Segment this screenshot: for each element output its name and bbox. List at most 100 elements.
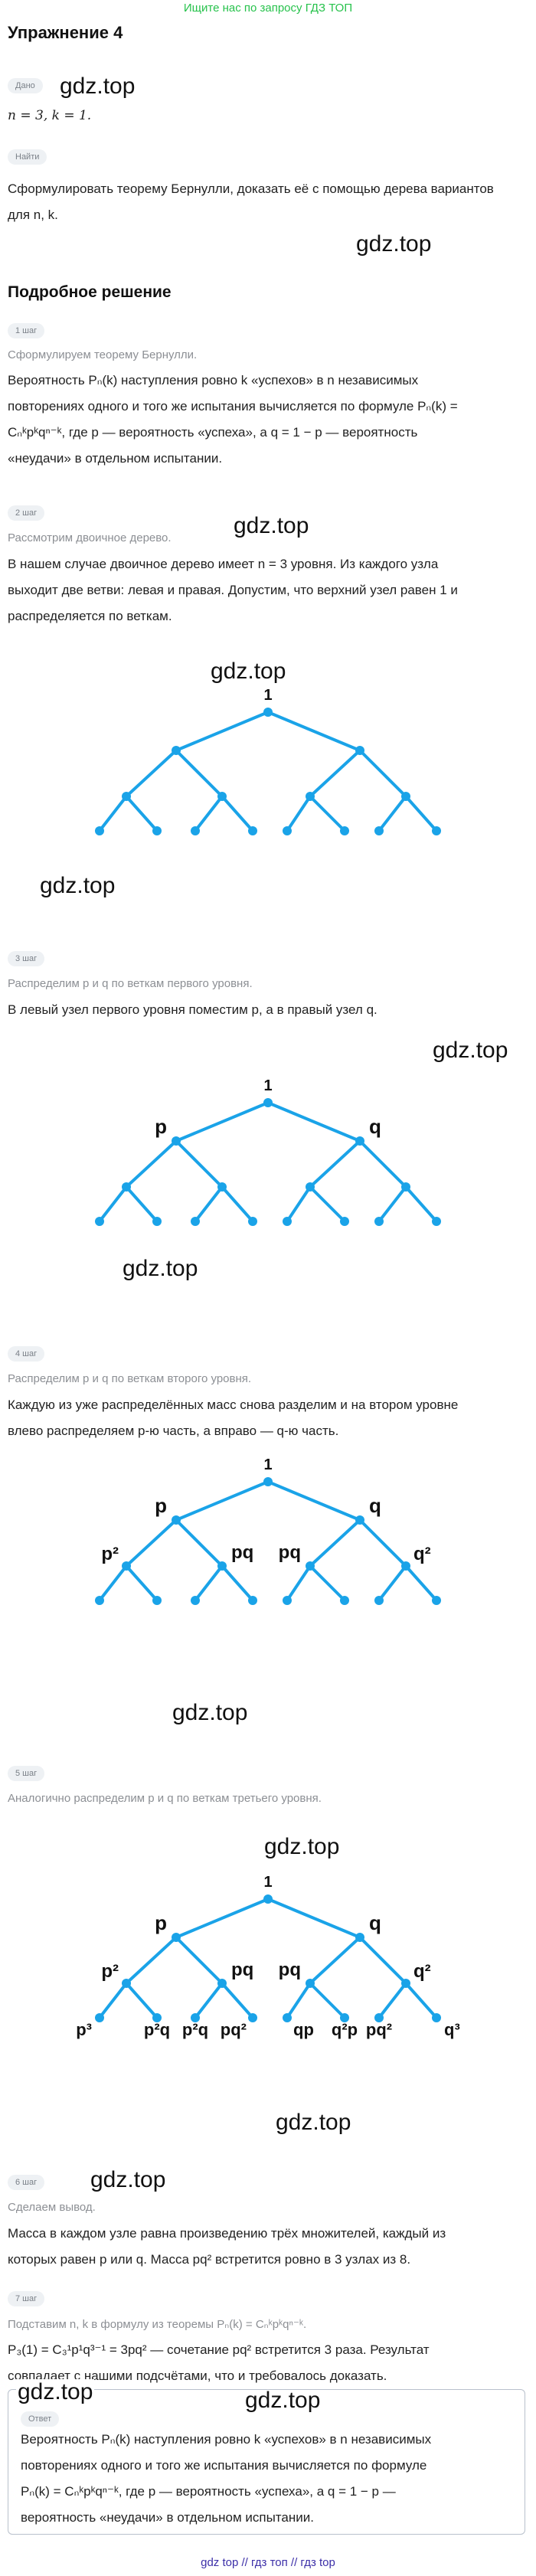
watermark: gdz.top (16, 2379, 95, 2405)
step-text-line: «неудачи» в отдельном испытании. (8, 451, 223, 466)
tree-node (95, 1217, 104, 1226)
tree-node (401, 1182, 410, 1192)
tree-node-label: p³ (76, 2020, 92, 2039)
tree-branch (125, 1185, 159, 1223)
step-caption: Распределим p и q по веткам первого уров… (8, 977, 253, 990)
watermark: gdz.top (60, 74, 136, 99)
binary-tree-1: 1 (95, 687, 441, 835)
tree-branch (309, 1518, 361, 1568)
tree-node (263, 1477, 273, 1486)
tree-branch (194, 1185, 224, 1223)
tree-node (191, 1596, 200, 1605)
step-text-line: повторениях одного и того же испытания в… (8, 399, 458, 414)
tree-branch (194, 1982, 224, 2019)
tree-node-label: q² (413, 1961, 431, 1982)
watermark: gdz.top (123, 1256, 198, 1281)
tree-node-label: pq² (366, 2020, 392, 2039)
tree-node-label: qp (293, 2020, 314, 2039)
bottom-links[interactable]: gdz top // гдз топ // гдз top (201, 2556, 335, 2569)
tree-branch (309, 1982, 346, 2019)
step-badge: 2 шаг (8, 505, 45, 521)
tree-branch (125, 1139, 178, 1188)
answer-line: Pₙ(k) = Cₙᵏpᵏqⁿ⁻ᵏ, где p — вероятность «… (21, 2484, 396, 2499)
tree-node-label: p² (101, 1961, 119, 1982)
step-badge: 6 шаг (8, 2175, 45, 2190)
tree-node-label: pq (231, 1960, 253, 1980)
tree-node (217, 1182, 227, 1192)
tree-node-label: p (155, 1115, 167, 1138)
tree-node (217, 792, 227, 801)
tree-branch (309, 1936, 361, 1985)
tree-branch (309, 795, 346, 832)
tree-node (340, 1596, 349, 1605)
tree-node (283, 1596, 292, 1605)
tree-node (152, 826, 162, 835)
tree-branch (125, 749, 178, 798)
tree-node-label: p (155, 1494, 167, 1517)
tree-node (248, 1596, 257, 1605)
tree-branch (194, 1564, 224, 1602)
tree-branch (175, 1480, 269, 1522)
tree-node (95, 826, 104, 835)
tree-node (283, 2013, 292, 2022)
watermark: gdz.top (211, 659, 286, 684)
step-caption: Подставим n, k в формулу из теоремы Pₙ(k… (8, 2318, 307, 2331)
tree-node (122, 1182, 131, 1192)
tree-node (248, 2013, 257, 2022)
tree-node (355, 1933, 364, 1942)
tree-node-label: pq (279, 1960, 301, 1980)
tree-node (152, 1596, 162, 1605)
step-caption: Сделаем вывод. (8, 2201, 96, 2214)
watermark: gdz.top (356, 231, 432, 257)
step-text-line: Каждую из уже распределённых масс снова … (8, 1398, 459, 1412)
tree-branch (175, 1139, 224, 1188)
tree-branch (175, 1518, 224, 1568)
tree-branch (98, 1982, 128, 2019)
tree-node (306, 1979, 315, 1988)
tree-branch (404, 1564, 438, 1602)
tree-branch (404, 1982, 438, 2019)
tree-node (401, 1561, 410, 1571)
given-badge: Дано (8, 78, 43, 93)
step-text-line: которых равен p или q. Масса pq² встрети… (8, 2252, 411, 2267)
step-badge: 4 шаг (8, 1346, 45, 1362)
tree-node (263, 708, 273, 717)
tree-branch (286, 795, 312, 832)
tree-node-label: p²q (182, 2020, 208, 2039)
tree-node (248, 1217, 257, 1226)
tree-node (122, 1561, 131, 1571)
step-text-line: совпадает с нашими подсчётами, что и тре… (8, 2368, 387, 2383)
step-text-line: распределяется по веткам. (8, 609, 172, 623)
tree-node (172, 746, 181, 755)
tree-node-label: 1 (263, 1077, 272, 1094)
tree-node (340, 2013, 349, 2022)
tree-node (432, 1217, 441, 1226)
answer-box: gdz.top Ответ Вероятность Pₙ(k) наступле… (8, 2379, 525, 2535)
answer-line: повторениях одного и того же испытания в… (21, 2458, 427, 2473)
tree-node (374, 1596, 384, 1605)
top-banner[interactable]: Ищите нас по запросу ГДЗ ТОП (183, 2, 353, 15)
watermark: gdz.top (172, 1700, 248, 1725)
tree-node-label: q (369, 1911, 381, 1934)
tree-node (283, 826, 292, 835)
tree-branch (358, 1936, 407, 1985)
tree-branch (98, 1185, 128, 1223)
tree-node-label: q³ (444, 2020, 460, 2039)
step-text-line: Масса в каждом узле равна произведению т… (8, 2226, 446, 2241)
tree-branch (267, 711, 361, 752)
tree-node (263, 1098, 273, 1107)
tree-node (432, 826, 441, 835)
tree-branch (358, 1139, 407, 1188)
find-text-line2: для n, k. (8, 208, 58, 222)
tree-node (263, 1894, 273, 1904)
step-text-line: P₃(1) = C₃¹p¹q³⁻¹ = 3pq² — сочетание pq²… (8, 2342, 430, 2357)
tree-branch (221, 795, 254, 832)
step-caption: Сформулируем теорему Бернулли. (8, 348, 198, 361)
tree-node (355, 1515, 364, 1525)
tree-node-label: 1 (263, 687, 272, 704)
tree-branch (309, 1185, 346, 1223)
tree-node-label: q²p (332, 2020, 358, 2039)
tree-branch (309, 749, 361, 798)
